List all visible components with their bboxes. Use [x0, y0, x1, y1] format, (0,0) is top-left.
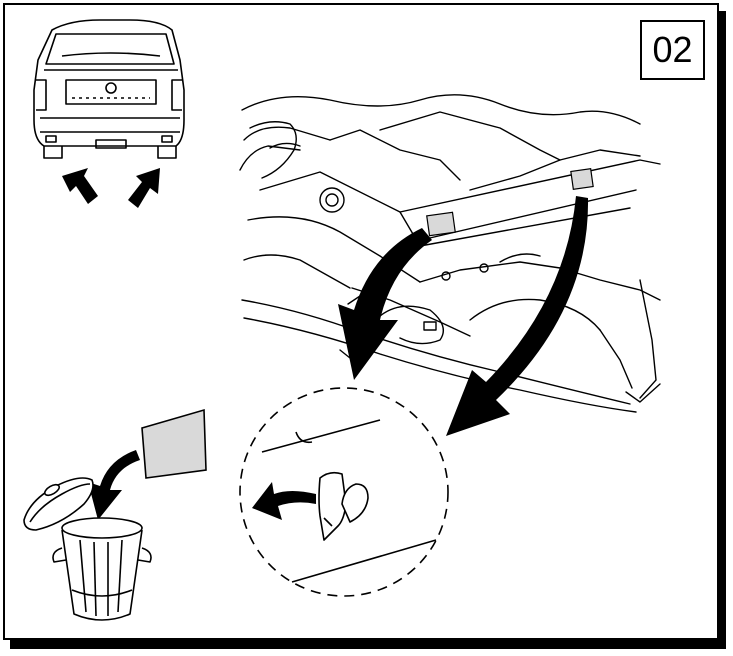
sticker-sheet-icon: [141, 408, 207, 479]
curved-arrow-icon-4: [88, 450, 140, 520]
curved-arrow-icon-2: [446, 196, 589, 436]
trash-can-icon: [23, 477, 152, 621]
curved-arrow-icon-1: [338, 228, 432, 380]
detail-callout: [239, 387, 449, 597]
car-rear-icon: [33, 19, 185, 159]
arrow-icon-right: [128, 168, 160, 208]
sticker-location-2: [570, 168, 594, 190]
sticker-location-1: [426, 211, 456, 237]
vehicle-underbody: [239, 94, 661, 413]
step-number-badge: 02: [640, 20, 705, 80]
peel-backing-icon: [318, 471, 369, 541]
arrow-icon-left: [62, 168, 98, 204]
curved-arrow-icon-3: [252, 482, 316, 520]
